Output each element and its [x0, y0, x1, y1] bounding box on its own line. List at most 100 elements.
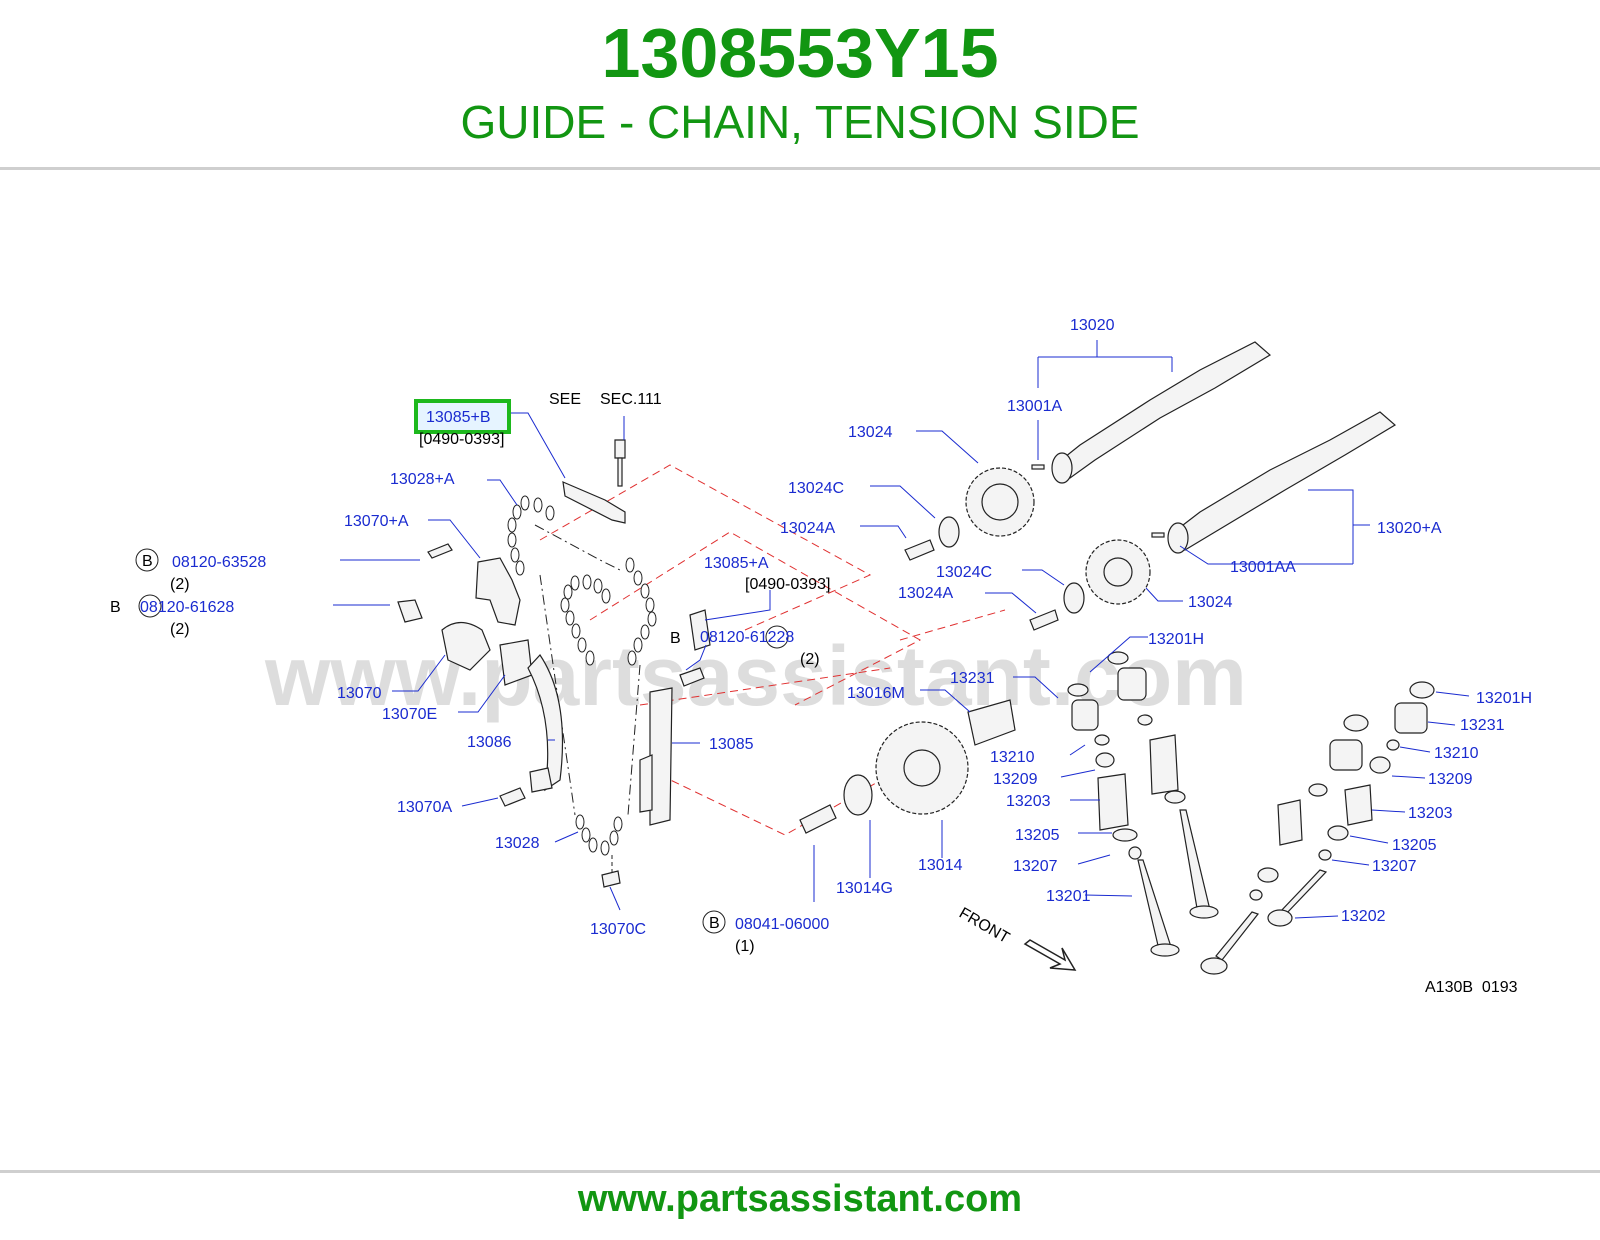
bolt-marker-circle-2	[138, 594, 162, 618]
parts-diagram: www.partsassistant.com	[110, 317, 1532, 996]
label-13024-mid[interactable]: 13024	[1188, 594, 1233, 611]
label-13070[interactable]: 13070	[337, 685, 382, 702]
label-13203-a[interactable]: 13203	[1006, 793, 1051, 810]
timing-chain-lower	[575, 814, 623, 856]
label-13231-a[interactable]: 13231	[950, 670, 995, 687]
label-13024A-top[interactable]: 13024A	[780, 520, 835, 537]
valve-train-group-a	[1067, 683, 1180, 957]
dowel-13001AA	[1151, 532, 1165, 538]
part-number-title: 1308553Y15	[601, 14, 999, 92]
footer-divider	[0, 1170, 1600, 1173]
bolt-marker-4: B	[709, 915, 720, 932]
bolt-marker-1: B	[142, 553, 153, 570]
alignment-lines	[539, 464, 1006, 836]
label-13086[interactable]: 13086	[467, 734, 512, 751]
label-13210-a[interactable]: 13210	[990, 749, 1035, 766]
timing-chain-upper	[507, 495, 555, 576]
header-divider	[0, 167, 1600, 170]
label-13231-b[interactable]: 13231	[1460, 717, 1505, 734]
label-13205-a[interactable]: 13205	[1015, 827, 1060, 844]
label-13070C[interactable]: 13070C	[590, 921, 646, 938]
label-13205-b[interactable]: 13205	[1392, 837, 1437, 854]
label-13203-b[interactable]: 13203	[1408, 805, 1453, 822]
label-13001AA[interactable]: 13001AA	[1230, 559, 1296, 576]
guide-bolt-shaft	[617, 457, 623, 487]
valve-train-group-d	[1200, 714, 1369, 975]
highlight-box	[414, 399, 511, 434]
cam-sprocket-mid-hub	[1103, 557, 1133, 587]
bolt-marker-circle-1	[135, 548, 159, 572]
label-13207-b[interactable]: 13207	[1372, 858, 1417, 875]
bolt-13070A	[499, 787, 526, 807]
label-13028A[interactable]: 13028+A	[390, 471, 455, 488]
chain-slider-13070C	[601, 870, 621, 888]
tensioner-plunger-13070	[441, 621, 491, 671]
label-13070E[interactable]: 13070E	[382, 706, 437, 723]
valve-train-group-b	[1107, 651, 1219, 919]
timing-chain-middle	[560, 557, 657, 666]
chain-tensioner	[475, 557, 521, 626]
qty-08041-06000: (1)	[735, 938, 755, 955]
washer-13024C-top	[938, 516, 960, 548]
label-13085B-range: [0490-0393]	[419, 431, 504, 448]
qty-08120-61628: (2)	[170, 621, 190, 638]
label-13014[interactable]: 13014	[918, 857, 963, 874]
bolt-marker-circle-4	[702, 910, 726, 934]
camshaft-13020A-nose	[1167, 522, 1189, 554]
label-13070A[interactable]: 13070A	[397, 799, 452, 816]
label-13085B[interactable]: 13085+B	[426, 409, 491, 426]
label-13085A-range: [0490-0393]	[745, 576, 830, 593]
label-13024-top[interactable]: 13024	[848, 424, 893, 441]
label-08120-63528[interactable]: 08120-63528	[172, 554, 266, 571]
part-description: GUIDE - CHAIN, TENSION SIDE	[460, 96, 1140, 148]
footer-url[interactable]: www.partsassistant.com	[577, 1178, 1023, 1220]
sprocket-13016M	[967, 699, 1016, 746]
bolt-13024A-mid	[1029, 609, 1059, 631]
qty-08120-61228: (2)	[800, 651, 820, 668]
label-13024C-mid[interactable]: 13024C	[936, 564, 992, 581]
label-13085A[interactable]: 13085+A	[704, 555, 769, 572]
label-13016M[interactable]: 13016M	[847, 685, 905, 702]
label-13020A[interactable]: 13020+A	[1377, 520, 1442, 537]
label-13201H-b[interactable]: 13201H	[1476, 690, 1532, 707]
leader-lines	[333, 340, 1470, 919]
tension-guide-13085	[649, 687, 673, 826]
guide-bracket	[639, 754, 653, 813]
camshaft-13020A	[1169, 411, 1397, 551]
see-section-label[interactable]: SEC.111	[600, 391, 662, 408]
label-13201[interactable]: 13201	[1046, 888, 1091, 905]
bolt-08120-61628	[397, 599, 423, 623]
bolt-marker-circle-3	[765, 625, 789, 649]
valve-train-group-c	[1267, 681, 1435, 927]
label-13001A[interactable]: 13001A	[1007, 398, 1062, 415]
cam-sprocket-top-hub	[981, 483, 1019, 521]
washer-13024C-mid	[1063, 582, 1085, 614]
label-13201H-a[interactable]: 13201H	[1148, 631, 1204, 648]
bolt-marker-3: B	[670, 630, 681, 647]
label-13210-b[interactable]: 13210	[1434, 745, 1479, 762]
label-13020[interactable]: 13020	[1070, 317, 1115, 334]
label-08120-61228[interactable]: 08120-61228	[700, 629, 794, 646]
label-13024A-mid[interactable]: 13024A	[898, 585, 953, 602]
label-13014G[interactable]: 13014G	[836, 880, 893, 897]
bolt-08120-63528	[427, 543, 453, 559]
label-13202[interactable]: 13202	[1341, 908, 1386, 925]
guide-bolt-top	[614, 439, 626, 459]
drawing-code: A130B 0193	[1425, 979, 1518, 996]
front-arrow	[1023, 939, 1077, 971]
label-08120-61628[interactable]: 08120-61628	[140, 599, 234, 616]
label-13085[interactable]: 13085	[709, 736, 754, 753]
label-08041-06000[interactable]: 08041-06000	[735, 916, 829, 933]
label-13209-a[interactable]: 13209	[993, 771, 1038, 788]
bolt-13024A-top	[904, 539, 935, 561]
camshaft-13020	[1054, 341, 1272, 479]
label-13024C-top[interactable]: 13024C	[788, 480, 844, 497]
label-13209-b[interactable]: 13209	[1428, 771, 1473, 788]
dowel-13001A	[1031, 464, 1045, 470]
label-13028[interactable]: 13028	[495, 835, 540, 852]
bolt-08120-61228	[679, 667, 705, 687]
label-13070A-plus[interactable]: 13070+A	[344, 513, 409, 530]
camshaft-13020-nose	[1051, 452, 1073, 484]
label-13207-a[interactable]: 13207	[1013, 858, 1058, 875]
bolt-marker-2: B	[110, 599, 121, 616]
